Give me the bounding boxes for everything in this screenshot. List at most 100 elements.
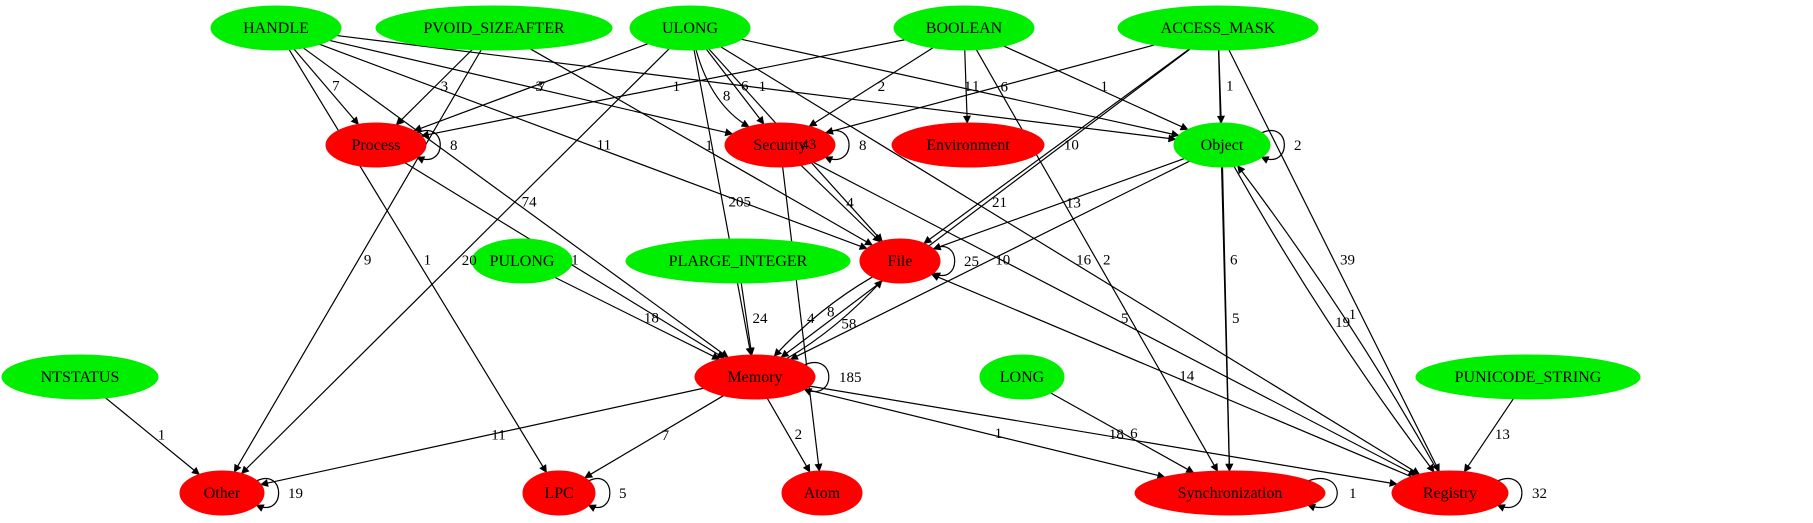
node-ulong: ULONG bbox=[629, 5, 751, 51]
edge-boolean-to-synchronization bbox=[975, 49, 1219, 472]
edge-memory-to-memory-label: 185 bbox=[839, 370, 862, 386]
edge-file-to-file bbox=[932, 246, 956, 280]
node-lpc: LPC bbox=[522, 470, 596, 516]
edge-handle-to-lpc-label: 1 bbox=[424, 253, 432, 269]
node-pulong: PULONG bbox=[471, 238, 573, 284]
edge-file-to-memory bbox=[773, 276, 873, 357]
node-boolean-label: BOOLEAN bbox=[926, 20, 1003, 37]
node-process: Process bbox=[325, 122, 427, 168]
node-lpc-label: LPC bbox=[544, 485, 573, 502]
edge-memory-to-lpc bbox=[584, 395, 724, 479]
edge-long-to-synchronization-label: 6 bbox=[1130, 426, 1138, 442]
edge-ulong-to-security-1 bbox=[695, 49, 750, 128]
node-ntstatus-label: NTSTATUS bbox=[41, 369, 120, 386]
edge-object-to-registry-label: 19 bbox=[1335, 315, 1350, 331]
node-other-shape bbox=[179, 470, 265, 516]
edge-object-to-synchronization bbox=[1221, 166, 1234, 472]
edge-security-to-atom bbox=[782, 166, 823, 472]
edge-access-mask-to-file-label: 10 bbox=[1064, 137, 1079, 153]
edge-registry-to-file-label: 14 bbox=[1179, 368, 1195, 384]
edge-security-to-file bbox=[800, 164, 881, 243]
edge-object-to-file bbox=[932, 158, 1185, 251]
node-handle-label: HANDLE bbox=[243, 20, 309, 37]
node-object-shape bbox=[1173, 122, 1271, 168]
node-environment: Environment bbox=[891, 122, 1045, 168]
node-registry: Registry bbox=[1391, 470, 1509, 516]
edge-boolean-to-object-label: 1 bbox=[1100, 79, 1108, 95]
edge-access-mask-to-object-label: 1 bbox=[1226, 79, 1234, 95]
edge-ulong-to-registry-label: 16 bbox=[1076, 253, 1092, 269]
node-environment-shape bbox=[891, 122, 1045, 168]
edge-handle-to-process bbox=[293, 48, 359, 126]
edge-synchronization-to-synchronization bbox=[1307, 478, 1338, 512]
node-pulong-shape bbox=[471, 238, 573, 284]
edge-ulong-to-registry bbox=[720, 46, 1421, 475]
edge-memory-to-registry bbox=[809, 385, 1398, 487]
edge-registry-to-object bbox=[1237, 165, 1439, 472]
edge-plarge-integer-to-memory-label: 24 bbox=[753, 311, 769, 327]
node-file-shape bbox=[859, 238, 941, 284]
edge-memory-to-other-label: 11 bbox=[491, 428, 505, 444]
node-file: File bbox=[859, 238, 941, 284]
node-registry-label: Registry bbox=[1423, 485, 1477, 502]
edge-security-to-security-label: 8 bbox=[859, 138, 867, 154]
edge-ulong-to-security-1-label: 8 bbox=[723, 89, 731, 105]
edge-memory-to-synchronization-label: 1 bbox=[995, 426, 1003, 442]
node-handle: HANDLE bbox=[210, 5, 342, 51]
edge-ntstatus-to-other-label: 1 bbox=[158, 428, 166, 444]
node-long-shape bbox=[979, 354, 1065, 400]
node-long: LONG bbox=[979, 354, 1065, 400]
edge-lpc-to-lpc-label: 5 bbox=[619, 486, 627, 502]
node-pvoid-sizeafter: PVOID_SIZEAFTER bbox=[375, 5, 613, 51]
edge-punicode-string-to-registry-label: 13 bbox=[1495, 427, 1510, 443]
edge-pvoid-sizeafter-to-file-label: 1 bbox=[705, 138, 713, 154]
edge-ulong-to-file-label: 43 bbox=[801, 137, 816, 153]
node-ntstatus: NTSTATUS bbox=[1, 354, 159, 400]
node-synchronization-shape bbox=[1134, 470, 1326, 516]
edge-lpc-to-lpc bbox=[587, 478, 611, 512]
edge-punicode-string-to-registry bbox=[1463, 398, 1514, 473]
edge-registry-to-registry-label: 32 bbox=[1532, 486, 1547, 502]
node-plarge-integer-shape bbox=[625, 238, 851, 284]
edge-process-to-process bbox=[416, 130, 441, 164]
node-ulong-shape bbox=[629, 5, 751, 51]
edge-pulong-to-memory-label: 18 bbox=[644, 311, 659, 327]
node-punicode-string: PUNICODE_STRING bbox=[1415, 354, 1641, 400]
edge-handle-to-process-label: 7 bbox=[332, 79, 340, 95]
edge-registry-to-object-label: 1 bbox=[1349, 307, 1357, 323]
edge-access-mask-to-synchronization-label: 6 bbox=[1230, 253, 1238, 269]
edge-memory-to-other bbox=[260, 387, 704, 487]
edge-object-to-synchronization-label: 5 bbox=[1232, 311, 1240, 327]
edge-ulong-to-object-label: 1 bbox=[964, 79, 972, 95]
node-ntstatus-shape bbox=[1, 354, 159, 400]
edge-plarge-integer-to-memory bbox=[740, 282, 755, 356]
node-memory: Memory bbox=[694, 354, 816, 400]
edge-boolean-to-security-label: 2 bbox=[878, 79, 886, 95]
edge-registry-to-registry bbox=[1496, 478, 1523, 512]
edge-pvoid-sizeafter-to-process-label: 3 bbox=[441, 79, 449, 95]
edge-memory-to-file bbox=[786, 280, 883, 359]
edge-handle-to-object bbox=[336, 34, 1177, 143]
node-security: Security bbox=[724, 122, 836, 168]
edge-ulong-to-process bbox=[413, 43, 649, 133]
edge-ulong-to-memory bbox=[693, 49, 754, 356]
node-other-label: Other bbox=[204, 485, 241, 502]
node-registry-shape bbox=[1391, 470, 1509, 516]
edge-object-to-memory bbox=[789, 160, 1190, 360]
node-plarge-integer: PLARGE_INTEGER bbox=[625, 238, 851, 284]
node-lpc-shape bbox=[522, 470, 596, 516]
edge-security-to-atom-label: 4 bbox=[807, 311, 815, 327]
edge-memory-to-atom bbox=[766, 398, 811, 473]
node-ulong-label: ULONG bbox=[662, 20, 718, 37]
node-pulong-label: PULONG bbox=[490, 253, 555, 270]
node-access-mask-shape bbox=[1117, 5, 1319, 51]
node-plarge-integer-label: PLARGE_INTEGER bbox=[669, 253, 808, 270]
edge-handle-to-file-label: 11 bbox=[597, 137, 611, 153]
edge-ulong-to-object bbox=[741, 38, 1180, 138]
edge-ulong-to-security bbox=[705, 48, 765, 125]
edge-security-to-file-label: 4 bbox=[846, 195, 854, 211]
edge-access-mask-to-security-label: 6 bbox=[1001, 80, 1009, 96]
node-file-label: File bbox=[888, 253, 913, 270]
